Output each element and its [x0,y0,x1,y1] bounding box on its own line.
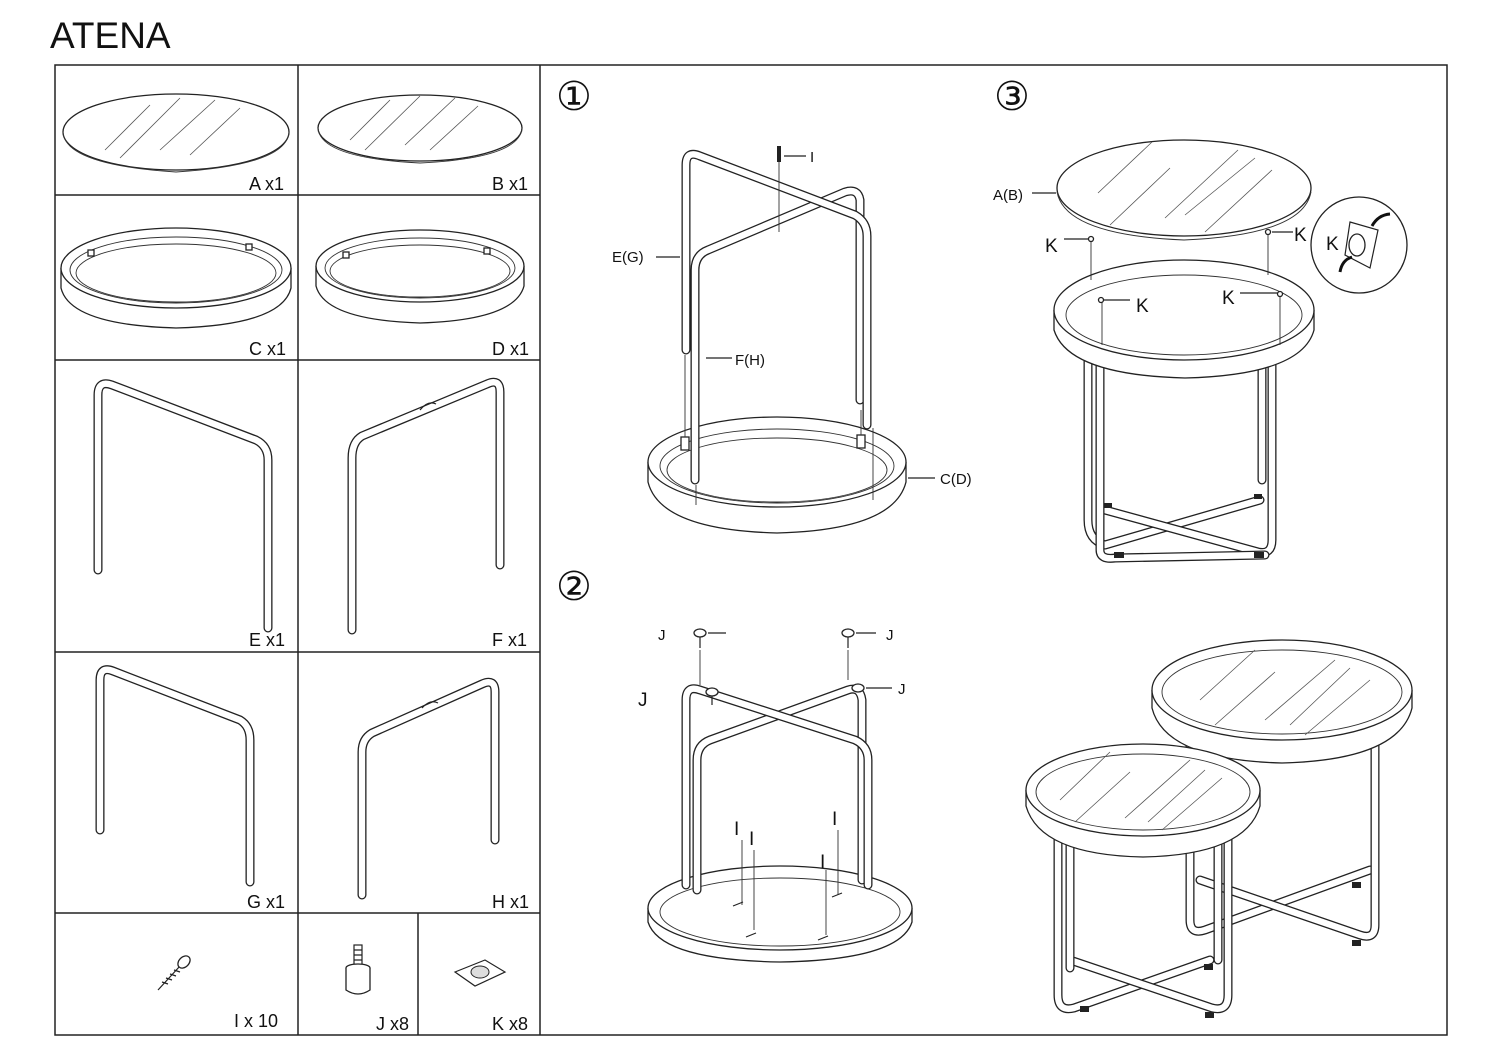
small-table [1025,743,1261,1018]
step-2-callout-screw-4: I [820,852,825,873]
step-3-callout-pad-2: K [1294,225,1307,246]
step-1-number: ① [556,74,592,120]
part-h-frame [362,682,495,895]
leveling-foot-icon [345,944,371,995]
part-e-frame [98,384,268,628]
part-a-label: A x1 [249,174,284,194]
part-g-label: G x1 [247,892,285,912]
step-3-drawing [1032,139,1408,558]
part-d-label: D x1 [492,339,529,359]
screw-icon [157,955,191,991]
step-2-callout-screw-1: I [734,819,739,840]
product-title: ATENA [50,15,171,56]
part-f-label: F x1 [492,630,527,650]
step-1-drawing [647,146,935,534]
part-f-frame [352,382,500,630]
part-b-glass-top [317,94,523,164]
leveling-foot-icon [693,628,865,705]
step-2-number: ② [556,564,592,610]
step-3-callout-pad-3: K [1136,296,1149,317]
step-2-callout-foot-2: J [886,627,894,644]
step-2-callout-foot-3: J [638,690,648,711]
sheet-frame [54,64,1448,1036]
step-1-callout-ring: C(D) [940,471,972,488]
step-2-callout-foot-4: J [898,681,906,698]
step-3-callout-pad-detail: K [1326,234,1339,255]
step-1-callout-frame-outer: E(G) [612,249,644,266]
part-a-glass-top [62,93,290,173]
step-1-callout-screw: I [810,149,814,166]
step-3-callout-pad-4: K [1222,288,1235,309]
part-e-label: E x1 [249,630,285,650]
part-d-ring [315,229,525,324]
part-c-label: C x1 [249,339,286,359]
pad-detail-magnifier [1310,196,1408,294]
part-k-label: K x8 [492,1014,528,1034]
part-g-frame [100,670,250,882]
step-2-drawing [647,628,913,963]
leveling-foot-icon [1104,494,1264,558]
part-h-label: H x1 [492,892,529,912]
step-3-callout-glass: A(B) [993,187,1023,204]
step-3-number: ③ [994,74,1030,120]
step-2-callout-screw-3: I [832,809,837,830]
part-j-label: J x8 [376,1014,409,1034]
part-c-ring [60,227,292,329]
part-i-label: I x 10 [234,1011,278,1031]
step-1-callout-frame-inner: F(H) [735,352,765,369]
step-2-callout-foot-1: J [658,627,666,644]
step-3-callout-pad-1: K [1045,236,1058,257]
large-table [1151,639,1413,946]
adhesive-pad-icon [453,959,507,987]
step-2-callout-screw-2: I [749,829,754,850]
assembled-tables-drawing [1025,639,1413,1018]
part-b-label: B x1 [492,174,528,194]
